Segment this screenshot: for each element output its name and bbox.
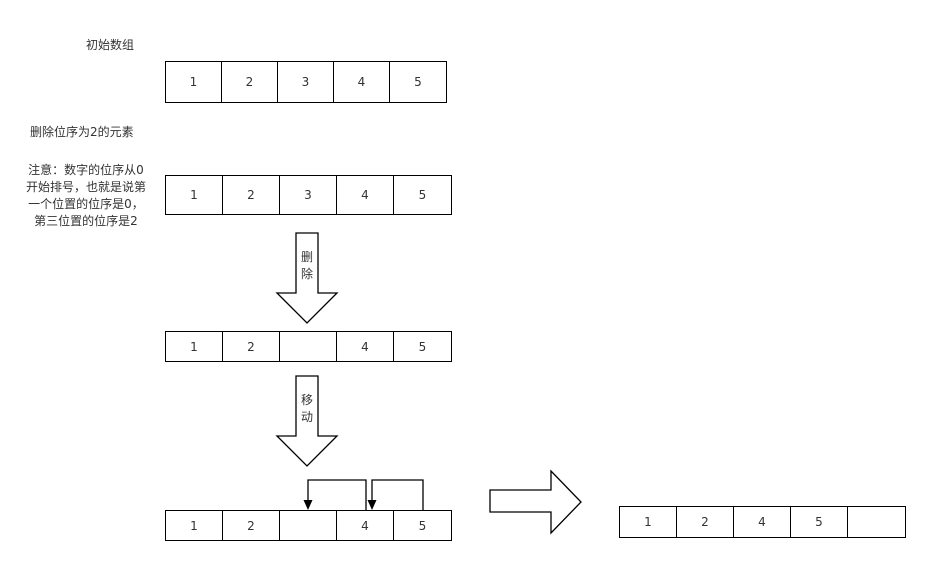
move-arrowhead-4	[303, 500, 313, 510]
array-cell: 1	[620, 507, 677, 537]
result-row: 1 2 4 5	[619, 506, 906, 538]
after-delete-row: 1 2 4 5	[165, 331, 452, 362]
array-cell: 5	[418, 518, 427, 533]
array-cell: 5	[414, 75, 422, 89]
array-cell: 5	[418, 339, 427, 354]
array-cell: 5	[418, 188, 427, 202]
array-cell: 2	[677, 507, 734, 537]
array-cell: 4	[337, 332, 394, 361]
array-cell: 4	[734, 507, 791, 537]
empty-cell	[848, 507, 905, 537]
delete-char-2: 除	[300, 267, 313, 281]
move-char-2: 动	[300, 410, 313, 424]
initial-array-row: 1 2 3 4 5	[165, 61, 447, 103]
initial-array-label: 初始数组	[86, 38, 135, 52]
array-cell: 2	[223, 511, 280, 540]
empty-cell	[280, 511, 337, 540]
moving-row: 1 2 4 5	[165, 510, 452, 541]
array-cell: 1	[166, 62, 222, 102]
array-cell: 4	[337, 176, 394, 214]
delete-char-1: 删	[300, 250, 313, 264]
delete-title-label: 删除位序为2的元素	[30, 125, 134, 139]
array-cell: 1	[166, 332, 223, 361]
empty-cell	[280, 332, 337, 361]
note-text: 注意：数字的位序从0开始排号，也就是说第一个位置的位序是0，第三位置的位序是2	[25, 163, 146, 228]
move-arrowhead-5	[367, 500, 377, 510]
move-arrow-label: 移 动	[300, 392, 314, 426]
array-cell: 1	[166, 511, 223, 540]
array-cell: 3	[280, 176, 337, 214]
delete-arrow-label: 删 除	[300, 249, 314, 283]
move-char-1: 移	[300, 393, 313, 407]
array-cell: 2	[223, 176, 280, 214]
move-connector-4	[307, 479, 367, 510]
array-cell: 1	[166, 176, 223, 214]
array-cell: 5	[791, 507, 848, 537]
result-right-arrow	[489, 469, 582, 535]
array-cell: 2	[222, 62, 278, 102]
before-delete-row: 1 2 3 4 5	[165, 175, 452, 215]
array-cell: 4	[334, 62, 390, 102]
array-cell: 4	[337, 511, 394, 540]
array-cell: 3	[278, 62, 334, 102]
move-connector-5	[371, 479, 424, 510]
array-cell: 2	[223, 332, 280, 361]
